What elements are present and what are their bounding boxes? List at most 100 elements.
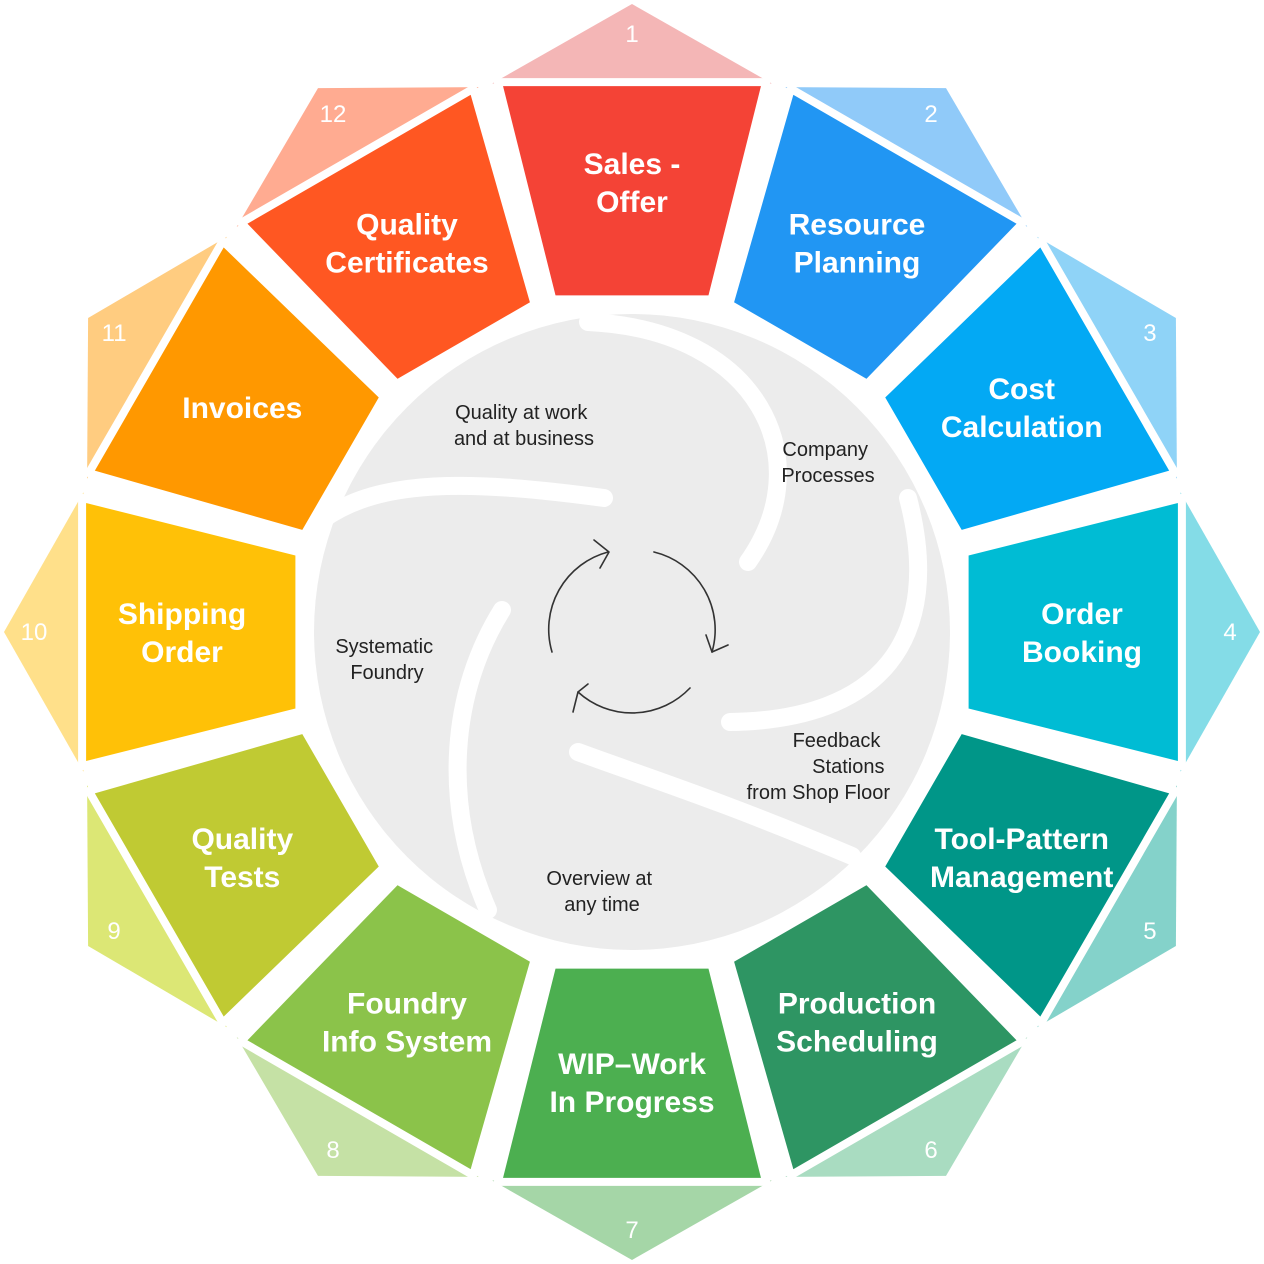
cycle-arc-1 (547, 551, 609, 653)
cycle-arc-3 (577, 687, 691, 714)
segment-panel (492, 960, 772, 1186)
segment-label-line: Tool-Pattern (934, 823, 1108, 856)
segment-panel (875, 234, 1182, 540)
segment-panel (78, 492, 304, 772)
inner-label-line: Systematic (335, 636, 433, 658)
segment-label-line: Tests (204, 861, 280, 894)
swirl-divider-5 (313, 476, 613, 529)
segment-number: 4 (1223, 619, 1236, 646)
swirl-divider-4 (448, 601, 511, 919)
segment-panel (875, 724, 1182, 1030)
segment-number: 6 (924, 1137, 937, 1164)
inner-label-line: Stations (812, 756, 884, 778)
segment-number: 1 (625, 21, 638, 48)
segment-1: Sales - Offer (492, 78, 772, 304)
segment-number: 7 (625, 1217, 638, 1244)
segment-label-line: Order (141, 636, 223, 669)
inner-label-feedback-stations: Feedback Stations from Shop Floor (747, 730, 891, 804)
segment-panel (492, 78, 772, 304)
segment-panel (724, 875, 1030, 1182)
segment-label-line: Resource (789, 208, 926, 241)
segment-label-line: Scheduling (776, 1026, 938, 1059)
inner-label-line: Company (782, 439, 868, 461)
segment-number: 5 (1143, 918, 1156, 945)
segment-label-line: WIP–Work (558, 1048, 706, 1081)
segment-number: 10 (21, 619, 48, 646)
inner-label-line: Overview at (546, 868, 652, 890)
inner-label-line: any time (564, 894, 640, 916)
segment-label-line: Certificates (325, 246, 488, 279)
segment-label-line: Offer (596, 186, 668, 219)
swirl-divider-3 (569, 743, 861, 865)
segment-label-line: Foundry (347, 988, 467, 1021)
segment-label-line: Planning (794, 246, 921, 279)
swirl-divider-1 (579, 313, 787, 571)
segment-label: Sales - Offer (584, 148, 681, 219)
segment-number: 9 (107, 918, 120, 945)
inner-label-overview: Overview at any time (546, 868, 657, 916)
inner-label-line: Foundry (350, 662, 423, 684)
inner-label-systematic-foundry: Systematic Foundry (335, 636, 438, 684)
inner-label-line: and at business (454, 428, 594, 450)
segment-number: 3 (1143, 320, 1156, 347)
segment-7: WIP–Work In Progress (492, 960, 772, 1186)
segment-label-line: Production (778, 988, 936, 1021)
segment-panel (724, 82, 1030, 389)
segment-label-line: Booking (1022, 636, 1142, 669)
inner-label-line: Feedback (793, 730, 882, 752)
segment-label-line: Shipping (118, 598, 246, 631)
number-tab-4 (1180, 492, 1260, 772)
segment-label-line: Order (1041, 598, 1123, 631)
segment-label-line: Sales - (584, 148, 681, 181)
segment-label-line: Invoices (182, 392, 302, 425)
number-tab-1 (492, 4, 772, 84)
inner-label-line: Quality at work (455, 402, 588, 424)
segment-label: WIP–Work In Progress (549, 1048, 714, 1119)
segment-panel (82, 234, 389, 540)
segment-number: 2 (924, 101, 937, 128)
segment-panel (234, 82, 540, 389)
swirl-divider-2 (721, 489, 928, 731)
number-tab-10 (4, 492, 84, 772)
segment-label-line: Quality (356, 208, 458, 241)
cycle-arrowhead-3 (572, 683, 589, 713)
segment-number: 8 (326, 1137, 339, 1164)
segment-panel (960, 492, 1186, 772)
segment-number: 11 (102, 320, 127, 347)
segment-label-line: Info System (322, 1026, 492, 1059)
swirl-dividers (313, 313, 928, 919)
segment-label-line: In Progress (549, 1086, 714, 1119)
inner-label-line: Processes (781, 465, 874, 487)
segment-label-line: Calculation (941, 411, 1103, 444)
segment-number: 12 (320, 101, 347, 128)
cycle-arc-2 (653, 551, 716, 653)
cycle-arrowhead-1 (593, 539, 610, 569)
inner-label-line: from Shop Floor (747, 782, 891, 804)
segment-11: Invoices (82, 234, 389, 540)
segment-label: Invoices (182, 392, 302, 425)
inner-label-company-processes: Company Processes (781, 439, 874, 487)
cycle-arrows-icon (547, 539, 729, 714)
segment-label-line: Quality (191, 823, 293, 856)
number-tab-7 (492, 1180, 772, 1260)
segment-label-line: Cost (988, 373, 1055, 406)
